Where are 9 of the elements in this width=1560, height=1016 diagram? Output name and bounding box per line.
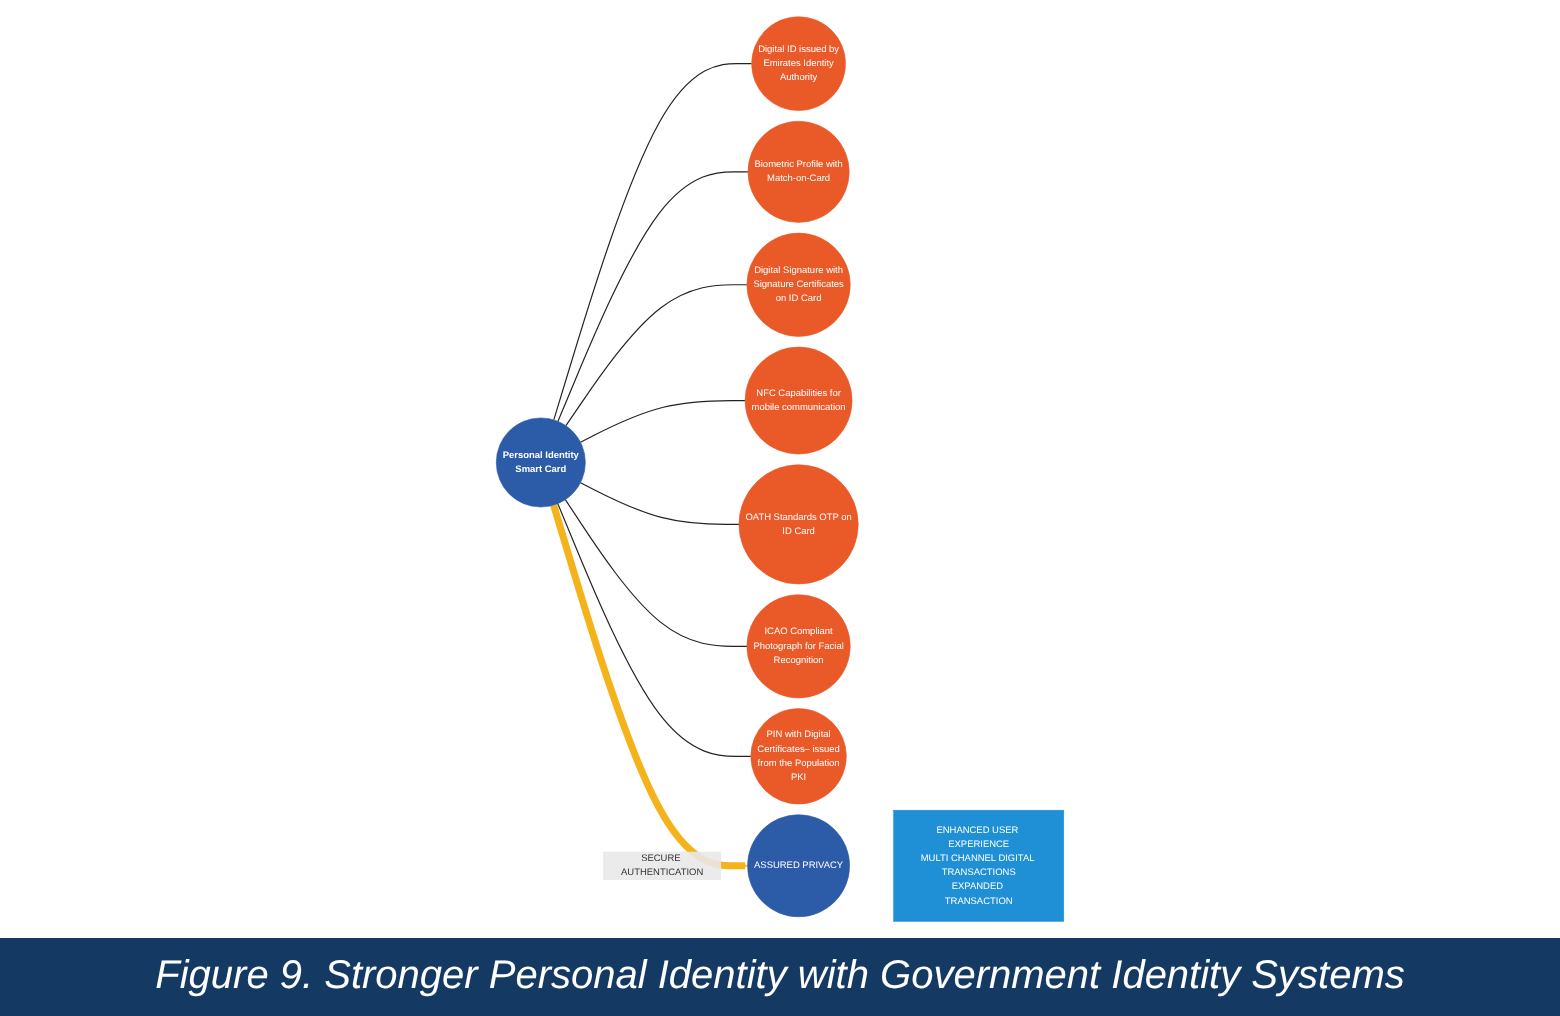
connector	[557, 503, 752, 757]
connector	[557, 171, 749, 422]
connector	[564, 499, 748, 647]
figure-caption: Figure 9. Stronger Personal Identity with Government Identity Systems	[0, 938, 1560, 1016]
connector	[579, 400, 746, 443]
connector	[553, 63, 753, 421]
connector	[565, 284, 748, 427]
connector	[579, 482, 740, 525]
arrow	[550, 504, 748, 870]
